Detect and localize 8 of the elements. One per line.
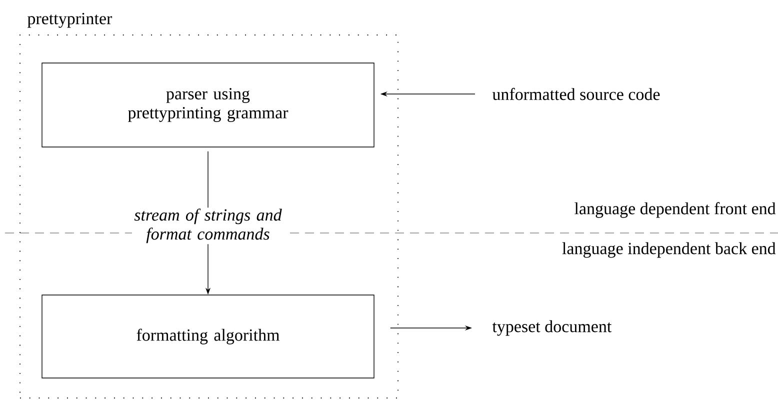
text-label: unformatted source code (492, 88, 660, 100)
process-box: parser using prettyprinting grammar (42, 62, 374, 148)
process-box: formatting algorithm (42, 294, 374, 378)
frame-heading: prettyprinter (27, 12, 112, 28)
region-label: language independent back end (562, 242, 776, 258)
region-label: language dependent front end (574, 202, 776, 218)
text-label: typeset document (492, 320, 612, 336)
edge-label: stream of strings and format commands (132, 208, 284, 244)
